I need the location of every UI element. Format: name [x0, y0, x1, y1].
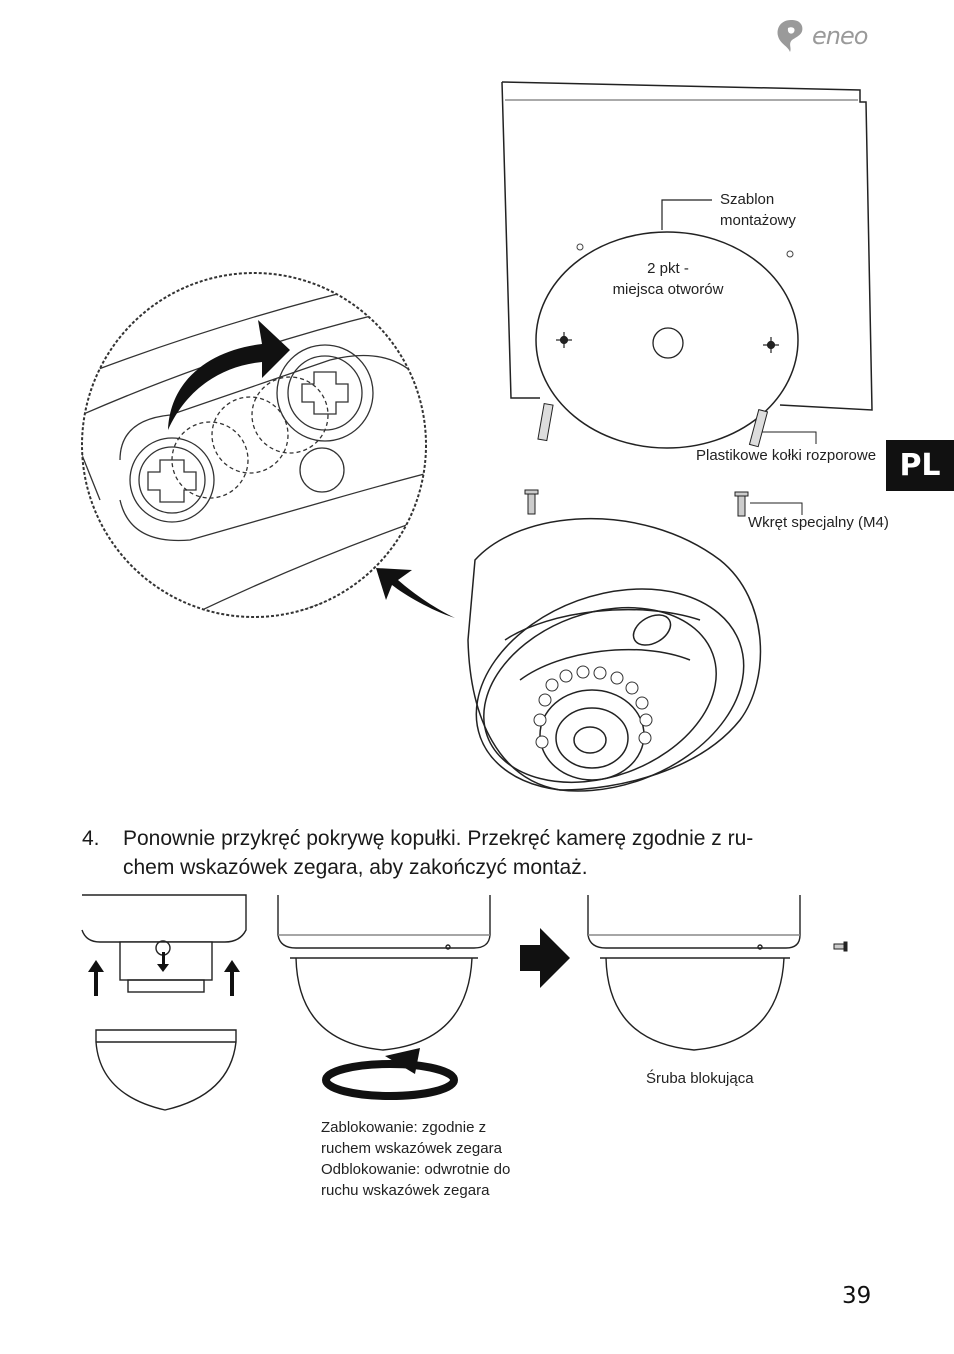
- label-unlock-2: ruchu wskazówek zegara: [321, 1182, 490, 1199]
- exploded-camera: [81, 894, 247, 1111]
- hole-mark-left: [556, 332, 572, 348]
- mounting-template: [535, 231, 799, 449]
- assembly-diagram: [81, 894, 848, 1111]
- label-locking-screw: Śruba blokująca: [646, 1070, 754, 1087]
- label-rotation-info: Zablokowanie: zgodnie z ruchem wskazówek…: [321, 1117, 510, 1201]
- magnified-detail: [81, 272, 427, 618]
- mounting-diagram: [81, 81, 873, 792]
- right-arrow-icon: [520, 928, 570, 988]
- rotate-arrow-icon: [168, 320, 290, 430]
- camera-dome: [467, 517, 762, 792]
- language-tab: PL: [886, 440, 954, 491]
- label-template: Szablon montażowy: [720, 191, 796, 229]
- label-holes: 2 pkt - miejsca otworów: [612, 260, 724, 298]
- brand-logo: eneo: [774, 18, 884, 58]
- wall-plug-left: [537, 402, 554, 442]
- locked-dome: [587, 895, 801, 1051]
- step-text: Ponownie przykręć pokrywę kopułki. Przek…: [123, 824, 843, 882]
- assembled-dome: [277, 895, 491, 1051]
- label-lock-2: ruchem wskazówek zegara: [321, 1140, 502, 1157]
- locking-screw: [833, 941, 848, 952]
- eneo-swirl-icon: [777, 20, 803, 52]
- arrow-up-right-icon: [224, 960, 240, 996]
- step-text-line-1: Ponownie przykręć pokrywę kopułki. Przek…: [123, 827, 754, 850]
- screw-left: [524, 489, 539, 515]
- ceiling-board: [501, 81, 873, 411]
- hole-mark-right: [763, 337, 779, 353]
- label-unlock-1: Odblokowanie: odwrotnie do: [321, 1161, 511, 1178]
- screw-right: [734, 491, 749, 517]
- center-hole: [652, 327, 684, 359]
- label-plugs: Plastikowe kołki rozporowe: [696, 447, 877, 464]
- step-number: 4.: [82, 827, 100, 850]
- brand-name: eneo: [812, 22, 868, 50]
- page-number: 39: [842, 1283, 872, 1309]
- step-text-line-2: chem wskazówek zegara, aby zakończyć mon…: [123, 856, 588, 879]
- rotate-clockwise-icon: [322, 1048, 458, 1100]
- label-lock-1: Zablokowanie: zgodnie z: [321, 1119, 487, 1136]
- wall-plug-right: [748, 408, 769, 448]
- label-screw: Wkręt specjalny (M4): [748, 514, 889, 531]
- arrow-up-left-icon: [88, 960, 104, 996]
- arrow-down-icon: [157, 952, 169, 972]
- pointer-arrow-icon: [376, 568, 455, 618]
